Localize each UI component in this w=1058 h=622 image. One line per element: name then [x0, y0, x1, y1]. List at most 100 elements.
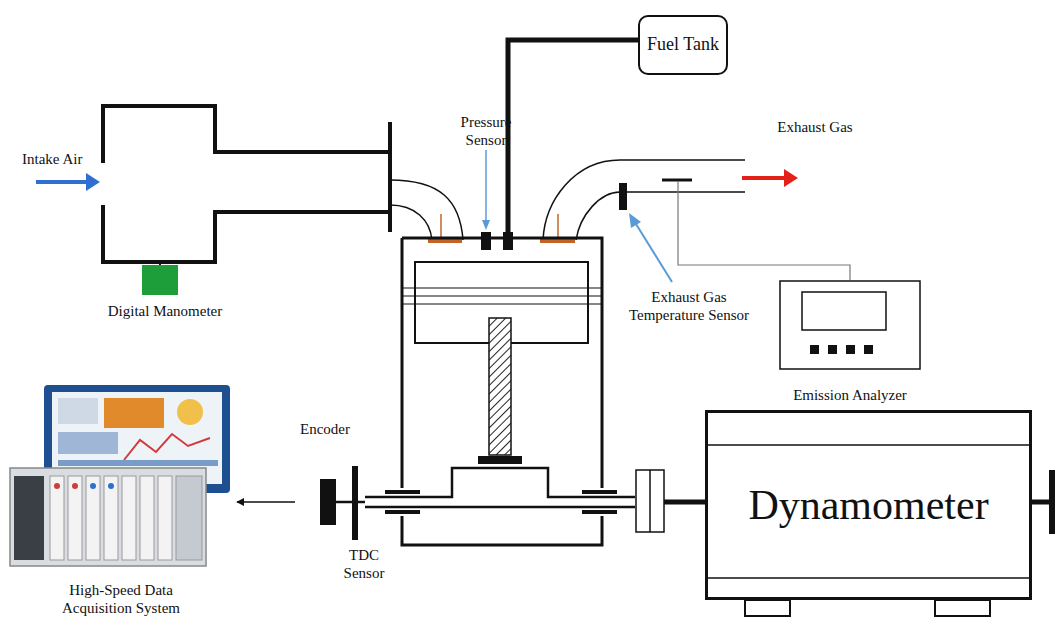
encoder-symbol: [320, 466, 365, 540]
shaft-coupling: [649, 470, 651, 532]
signal-arrow: [237, 501, 295, 503]
valves: [428, 239, 462, 243]
shaft-coupling: [664, 500, 705, 505]
daq-device-picture: [104, 476, 118, 560]
daq-device-picture: [58, 460, 218, 466]
valves: [557, 214, 559, 240]
dynamometer-detail: [935, 600, 990, 616]
shaft-coupling: [636, 470, 705, 532]
dynamometer-detail: [745, 600, 790, 616]
flow-label: Intake Air: [22, 150, 112, 168]
crankshaft: [365, 468, 635, 497]
daq-device-picture: [68, 476, 82, 560]
dynamometer-box: Dynamometer: [705, 410, 1032, 600]
node-label: Encoder: [300, 420, 350, 438]
temperature-sensor: [636, 224, 672, 282]
daq-device-picture: [177, 399, 203, 425]
sensor-label: Pressure Sensor: [455, 113, 517, 149]
exhaust-arrow: [784, 169, 798, 187]
encoder-symbol: [336, 501, 365, 504]
daq-device-picture: [108, 483, 114, 489]
daq-device-picture: [176, 476, 202, 560]
pressure-sensor: [481, 232, 491, 250]
fuel-line: [508, 40, 638, 232]
intake-port: [390, 180, 463, 240]
exhaust-port: [576, 192, 745, 240]
daq-device-picture: [90, 483, 96, 489]
dynamometer-detail: [705, 444, 1032, 446]
intake-duct: [103, 205, 388, 262]
engine-block: [402, 287, 602, 288]
dynamometer-detail: [1049, 470, 1055, 534]
temperature-sensor: [629, 213, 641, 228]
node-label: Emission Analyzer: [793, 386, 907, 404]
encoder-node: Encoder: [295, 420, 355, 528]
daq-device-picture: [122, 476, 136, 560]
analyzer-node: Emission Analyzer: [770, 279, 930, 404]
pressure-sensor: [481, 150, 491, 250]
intake-duct: [388, 122, 392, 232]
daq-device-picture: [54, 483, 60, 489]
manometer-symbol: [142, 265, 178, 295]
daq-device-picture: [86, 476, 100, 560]
temperature-sensor: [619, 183, 672, 282]
daq-device-picture: [140, 476, 154, 560]
connecting-rod: [478, 456, 522, 464]
shaft-coupling: [636, 470, 664, 532]
temperature-sensor: [619, 183, 627, 210]
connecting-rod: [489, 318, 511, 455]
daq-device-picture: [58, 398, 98, 424]
daq-device-picture: [158, 476, 172, 560]
daq-device-picture: [50, 476, 64, 560]
exhaust-arrow: [742, 169, 798, 187]
sampling-probe: [662, 180, 850, 280]
crankshaft: [385, 510, 420, 514]
flow-label: Exhaust Gas: [770, 118, 860, 136]
fuel-line: [503, 232, 513, 250]
analyzer-symbol: [810, 345, 819, 354]
pressure-sensor: [482, 220, 490, 230]
manometer-symbol: [142, 262, 178, 295]
analyzer-symbol: [780, 281, 920, 369]
intake-duct: [103, 106, 388, 163]
sampling-probe: [678, 181, 850, 280]
daq-device-picture: [72, 483, 78, 489]
analyzer-symbol: [846, 345, 855, 354]
manometer-node: Digital Manometer: [90, 262, 240, 320]
fuel-tank-box: Fuel Tank: [638, 15, 728, 75]
valves: [440, 214, 442, 240]
crankshaft: [365, 468, 635, 512]
connecting-rod: [478, 318, 522, 464]
encoder-symbol: [320, 479, 336, 525]
sampling-probe: [662, 179, 692, 182]
daq-device-picture: [104, 398, 164, 428]
fuel-line: [503, 40, 638, 250]
dynamometer-detail: [705, 577, 1032, 579]
intake-arrow: [36, 180, 88, 184]
daq-node: High-Speed Data Acquisition System: [5, 378, 237, 617]
daq-device-picture: [58, 432, 118, 454]
daq-device-picture: [14, 476, 44, 560]
crankshaft: [385, 490, 420, 494]
engine-block: [402, 303, 602, 304]
analyzer-symbol: [828, 345, 837, 354]
sensor-label: Exhaust Gas Temperature Sensor: [618, 288, 760, 324]
engine-block: [402, 238, 602, 545]
engine-block: [402, 295, 602, 296]
intake-duct: [103, 106, 390, 262]
intake-arrow: [36, 173, 100, 191]
analyzer-symbol: [802, 292, 886, 330]
node-label: Dynamometer: [748, 480, 988, 530]
engine-block: [402, 238, 602, 545]
exhaust-port: [543, 160, 745, 240]
exhaust-arrow: [742, 176, 786, 180]
exhaust-port: [543, 160, 745, 240]
pressure-sensor: [485, 150, 487, 222]
daq-device-picture: [124, 434, 210, 460]
crankshaft: [582, 510, 617, 514]
crankshaft: [365, 506, 635, 509]
intake-arrow: [86, 173, 100, 191]
sensor-label: TDC Sensor: [336, 546, 392, 582]
node-label: Digital Manometer: [108, 302, 223, 320]
